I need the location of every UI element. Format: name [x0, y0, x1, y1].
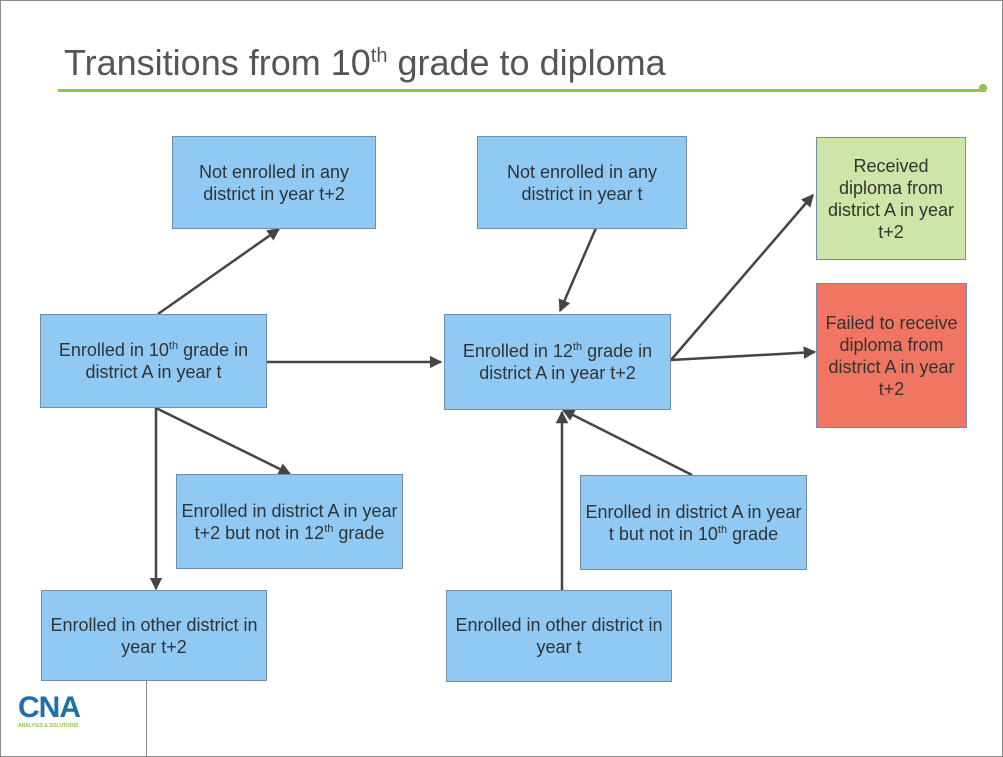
arrow-district-a-not10-to-12th	[561, 408, 693, 477]
box-other-district-t: Enrolled in other district in year t	[446, 590, 672, 682]
cna-logo: CNA ANALYSIS & SOLUTIONS	[18, 691, 128, 750]
box-district-a-not-12th: Enrolled in district A in year t+2 but n…	[176, 474, 403, 569]
box-other-district-t2: Enrolled in other district in year t+2	[41, 590, 267, 681]
logo-wordmark: CNA	[18, 691, 81, 724]
box-failed-diploma: Failed to receive diploma from district …	[816, 283, 967, 428]
box-enrolled-12th-grade: Enrolled in 12th grade in district A in …	[444, 314, 671, 410]
title-underline	[58, 89, 986, 92]
title-bullet-dot	[979, 84, 987, 92]
arrow-12th-to-received-diploma	[670, 194, 814, 361]
box-enrolled-10th-grade: Enrolled in 10th grade in district A in …	[40, 314, 267, 408]
logo-tagline: ANALYSIS & SOLUTIONS	[18, 723, 79, 729]
box-not-enrolled-t: Not enrolled in any district in year t	[477, 136, 687, 229]
arrow-12th-to-failed-diploma	[670, 346, 817, 362]
arrow-10th-to-district-a-not12	[155, 406, 292, 476]
arrow-10th-to-not-enrolled-t2	[157, 227, 281, 316]
slide-title: Transitions from 10th grade to diploma	[64, 42, 666, 83]
box-received-diploma: Received diploma from district A in year…	[816, 137, 966, 260]
arrow-not-enrolled-t-to-12th	[558, 227, 598, 313]
box-district-a-not-10th: Enrolled in district A in year t but not…	[580, 475, 807, 570]
footer-divider	[146, 681, 147, 757]
box-not-enrolled-t2: Not enrolled in any district in year t+2	[172, 136, 376, 229]
